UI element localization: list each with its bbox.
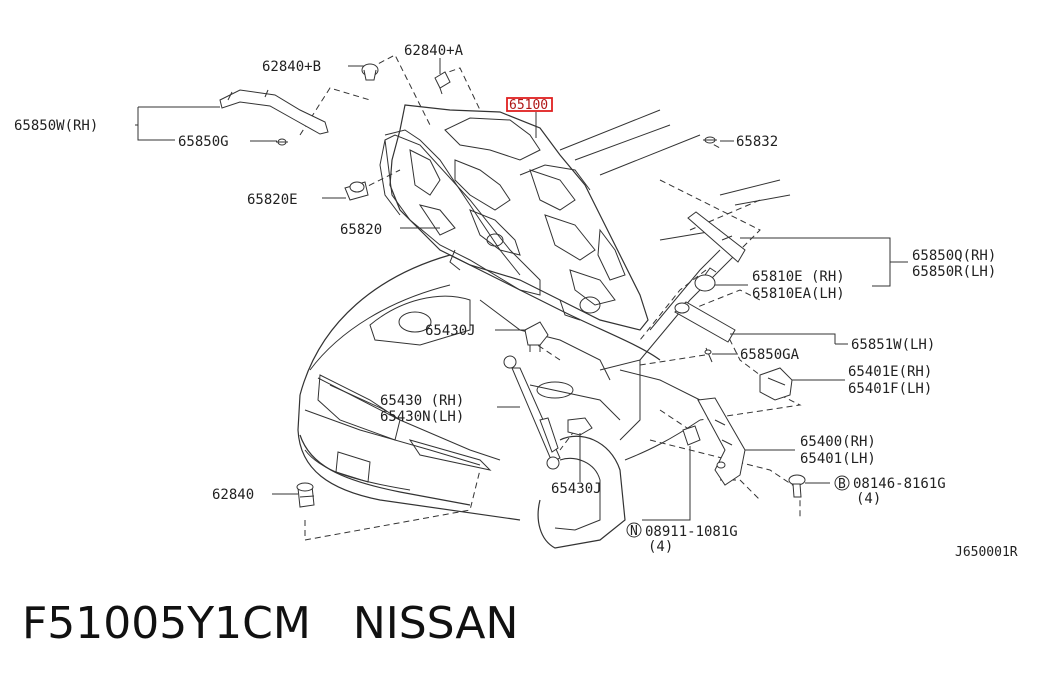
bumper-65810e-drawing xyxy=(694,267,717,292)
label-65832: 65832 xyxy=(736,134,778,150)
bumper-65832-drawing xyxy=(703,136,717,144)
label-65850ga: 65850GA xyxy=(740,347,800,363)
label-65401f: 65401F(LH) xyxy=(848,381,932,397)
bolt-08146-drawing xyxy=(788,474,806,498)
hood-panel-drawing xyxy=(379,97,649,331)
label-65810e: 65810E (RH) xyxy=(752,269,845,285)
label-62840b: 62840+B xyxy=(262,59,321,75)
label-65820e: 65820E xyxy=(247,192,298,208)
small-parts xyxy=(219,63,806,508)
highlight-box-65100 xyxy=(506,97,553,112)
weatherstrip-65850w-drawing xyxy=(219,89,329,135)
label-65851w: 65851W(LH) xyxy=(851,337,935,353)
clip-65820e-drawing xyxy=(344,181,369,201)
hinge-65400-drawing xyxy=(697,397,746,486)
label-65430n: 65430N(LH) xyxy=(380,409,464,425)
caption-brand: NISSAN xyxy=(352,598,519,649)
label-65430j-top: 65430J xyxy=(425,323,476,339)
label-08911: 08911-1081G xyxy=(645,524,738,540)
ballstud-65430j-top-drawing xyxy=(524,321,549,352)
seal-65851w-drawing xyxy=(674,301,736,343)
mark-b: B xyxy=(838,477,846,492)
caption: F51005Y1CM NISSAN xyxy=(22,598,518,649)
label-65820: 65820 xyxy=(340,222,382,238)
caption-gap xyxy=(311,598,353,649)
label-65850w: 65850W(RH) xyxy=(14,118,98,134)
label-65850r: 65850R(LH) xyxy=(912,264,996,280)
seal-65850q-drawing xyxy=(687,211,746,263)
nut-08911-drawing xyxy=(682,425,701,446)
clip-62840a-drawing xyxy=(434,71,451,95)
label-65810ea: 65810EA(LH) xyxy=(752,286,845,302)
label-62840: 62840 xyxy=(212,487,254,503)
car-body-drawing xyxy=(297,109,791,549)
caption-part-number: F51005Y1CM xyxy=(22,598,311,649)
label-65850g: 65850G xyxy=(178,134,229,150)
hood-stay-65430-drawing xyxy=(503,355,561,470)
clip-62840-drawing xyxy=(296,482,315,508)
circle-mark-b xyxy=(834,475,850,491)
label-65850q: 65850Q(RH) xyxy=(912,248,996,264)
clip-65850ga-drawing xyxy=(704,347,713,363)
label-65400: 65400(RH) xyxy=(800,434,876,450)
dashed-guide-lines xyxy=(299,54,802,541)
circle-mark-n xyxy=(626,522,642,538)
label-65100: 65100 xyxy=(509,98,548,113)
clip-65850g-drawing xyxy=(276,138,288,146)
ballstud-65430j-bottom-drawing xyxy=(567,417,593,436)
label-65430: 65430 (RH) xyxy=(380,393,464,409)
clip-62840b-drawing xyxy=(361,63,379,81)
label-08146: 08146-8161G xyxy=(853,476,946,492)
leader-lines xyxy=(135,58,908,521)
diagram-reference-code: J650001R xyxy=(955,545,1018,560)
label-65430j-bottom: 65430J xyxy=(551,481,602,497)
label-65401: 65401(LH) xyxy=(800,451,876,467)
mark-n: N xyxy=(630,524,638,539)
part-labels: 62840+B 62840+A 65100 65850W(RH) 65850G … xyxy=(14,43,1018,560)
label-65401e: 65401E(RH) xyxy=(848,364,932,380)
label-08146-qty: (4) xyxy=(856,491,881,507)
label-08911-qty: (4) xyxy=(648,539,673,555)
label-62840a: 62840+A xyxy=(404,43,464,59)
stopper-65401e-drawing xyxy=(759,367,793,401)
